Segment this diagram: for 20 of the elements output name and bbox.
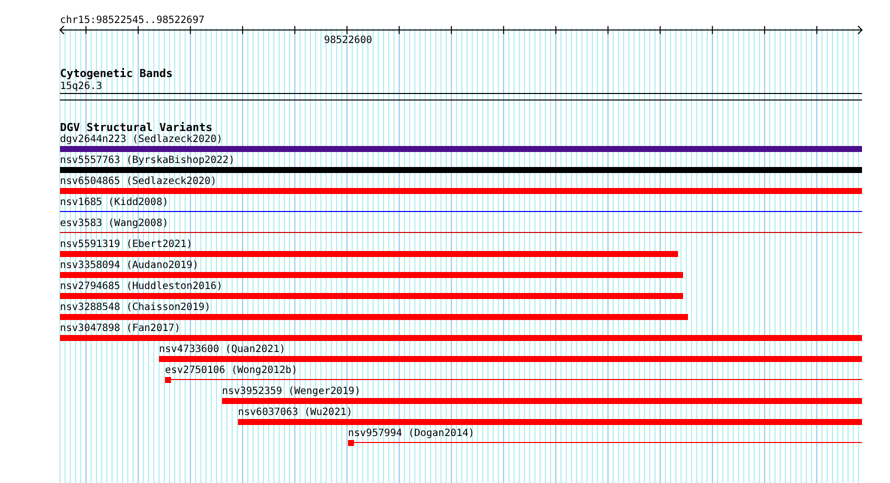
variant-label: nsv957994 (Dogan2014) — [348, 428, 474, 440]
track-title: Cytogenetic Bands — [60, 68, 173, 80]
variant-label: esv2750106 (Wong2012b) — [165, 365, 298, 377]
variant-label: nsv2794685 (Huddleston2016) — [60, 281, 223, 293]
variant-label: nsv3288548 (Chaisson2019) — [60, 302, 211, 314]
variant-label: esv3583 (Wang2008) — [60, 218, 168, 230]
variant-label: nsv3952359 (Wenger2019) — [222, 386, 360, 398]
coordinate-label: chr15:98522545..98522697 — [60, 15, 204, 27]
tick-label: 98522600 — [324, 35, 372, 47]
variant-label: dgv2644n223 (Sedlazeck2020) — [60, 134, 223, 146]
variant-label: nsv3047898 (Fan2017) — [60, 323, 180, 335]
variant-label: nsv6504865 (Sedlazeck2020) — [60, 176, 217, 188]
variant-label: nsv3358094 (Audano2019) — [60, 260, 198, 272]
variant-label: nsv5591319 (Ebert2021) — [60, 239, 192, 251]
variant-label: nsv5557763 (ByrskaBishop2022) — [60, 155, 235, 167]
band-label: 15q26.3 — [60, 81, 102, 93]
variant-label: nsv1685 (Kidd2008) — [60, 197, 168, 209]
variant-label: nsv4733600 (Quan2021) — [159, 344, 286, 356]
track-title: DGV Structural Variants — [60, 122, 212, 134]
variant-label: nsv6037063 (Wu2021) — [238, 407, 352, 419]
